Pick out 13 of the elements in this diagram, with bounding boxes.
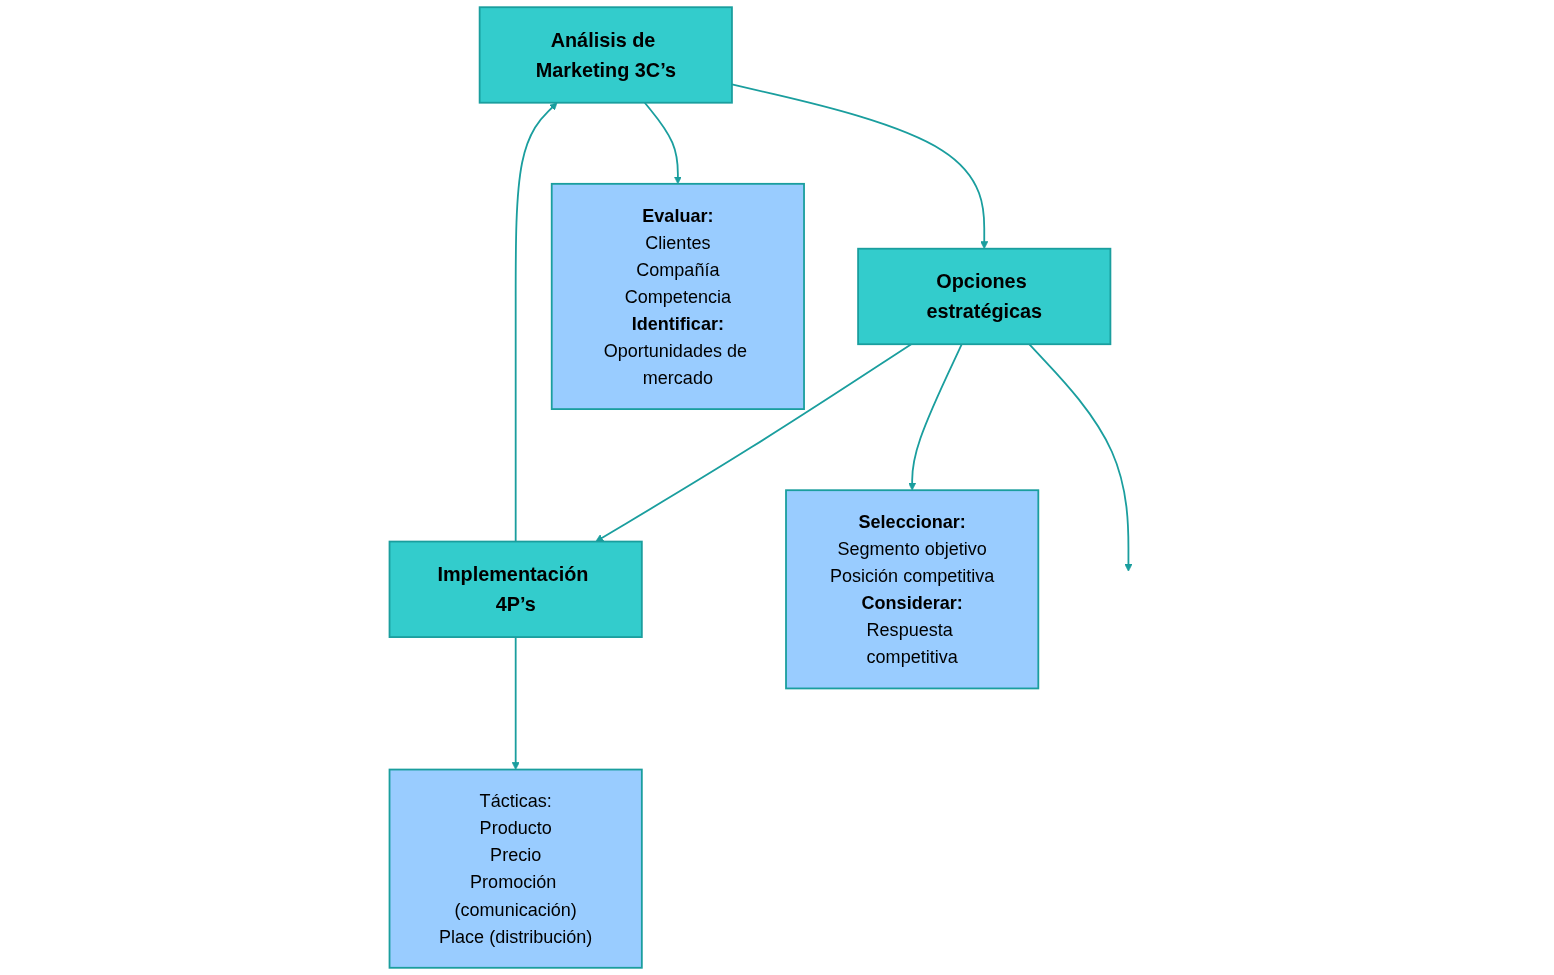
arrow bbox=[908, 343, 963, 491]
arrow bbox=[643, 101, 682, 185]
node-box: Opciones estratégicas bbox=[857, 247, 1112, 346]
node-box: Implementación 4P’s bbox=[388, 540, 643, 638]
node-box: Tácticas: Producto Precio Promoción (comunicación) Place (distribución) bbox=[388, 768, 643, 969]
arrow bbox=[595, 343, 913, 542]
arrow bbox=[1028, 343, 1133, 572]
arrow bbox=[514, 102, 558, 543]
arrow bbox=[731, 83, 989, 250]
arrow bbox=[511, 636, 520, 770]
node-box: Análisis de Marketing 3C’s bbox=[478, 6, 733, 104]
node-box: Evaluar: Clientes Compañía Competencia Identificar: Oportunidades de mercado bbox=[550, 182, 805, 410]
node-box: Seleccionar: Segmento objetivo Posición competitiva Considerar: Respuesta competitiva bbox=[785, 489, 1040, 690]
